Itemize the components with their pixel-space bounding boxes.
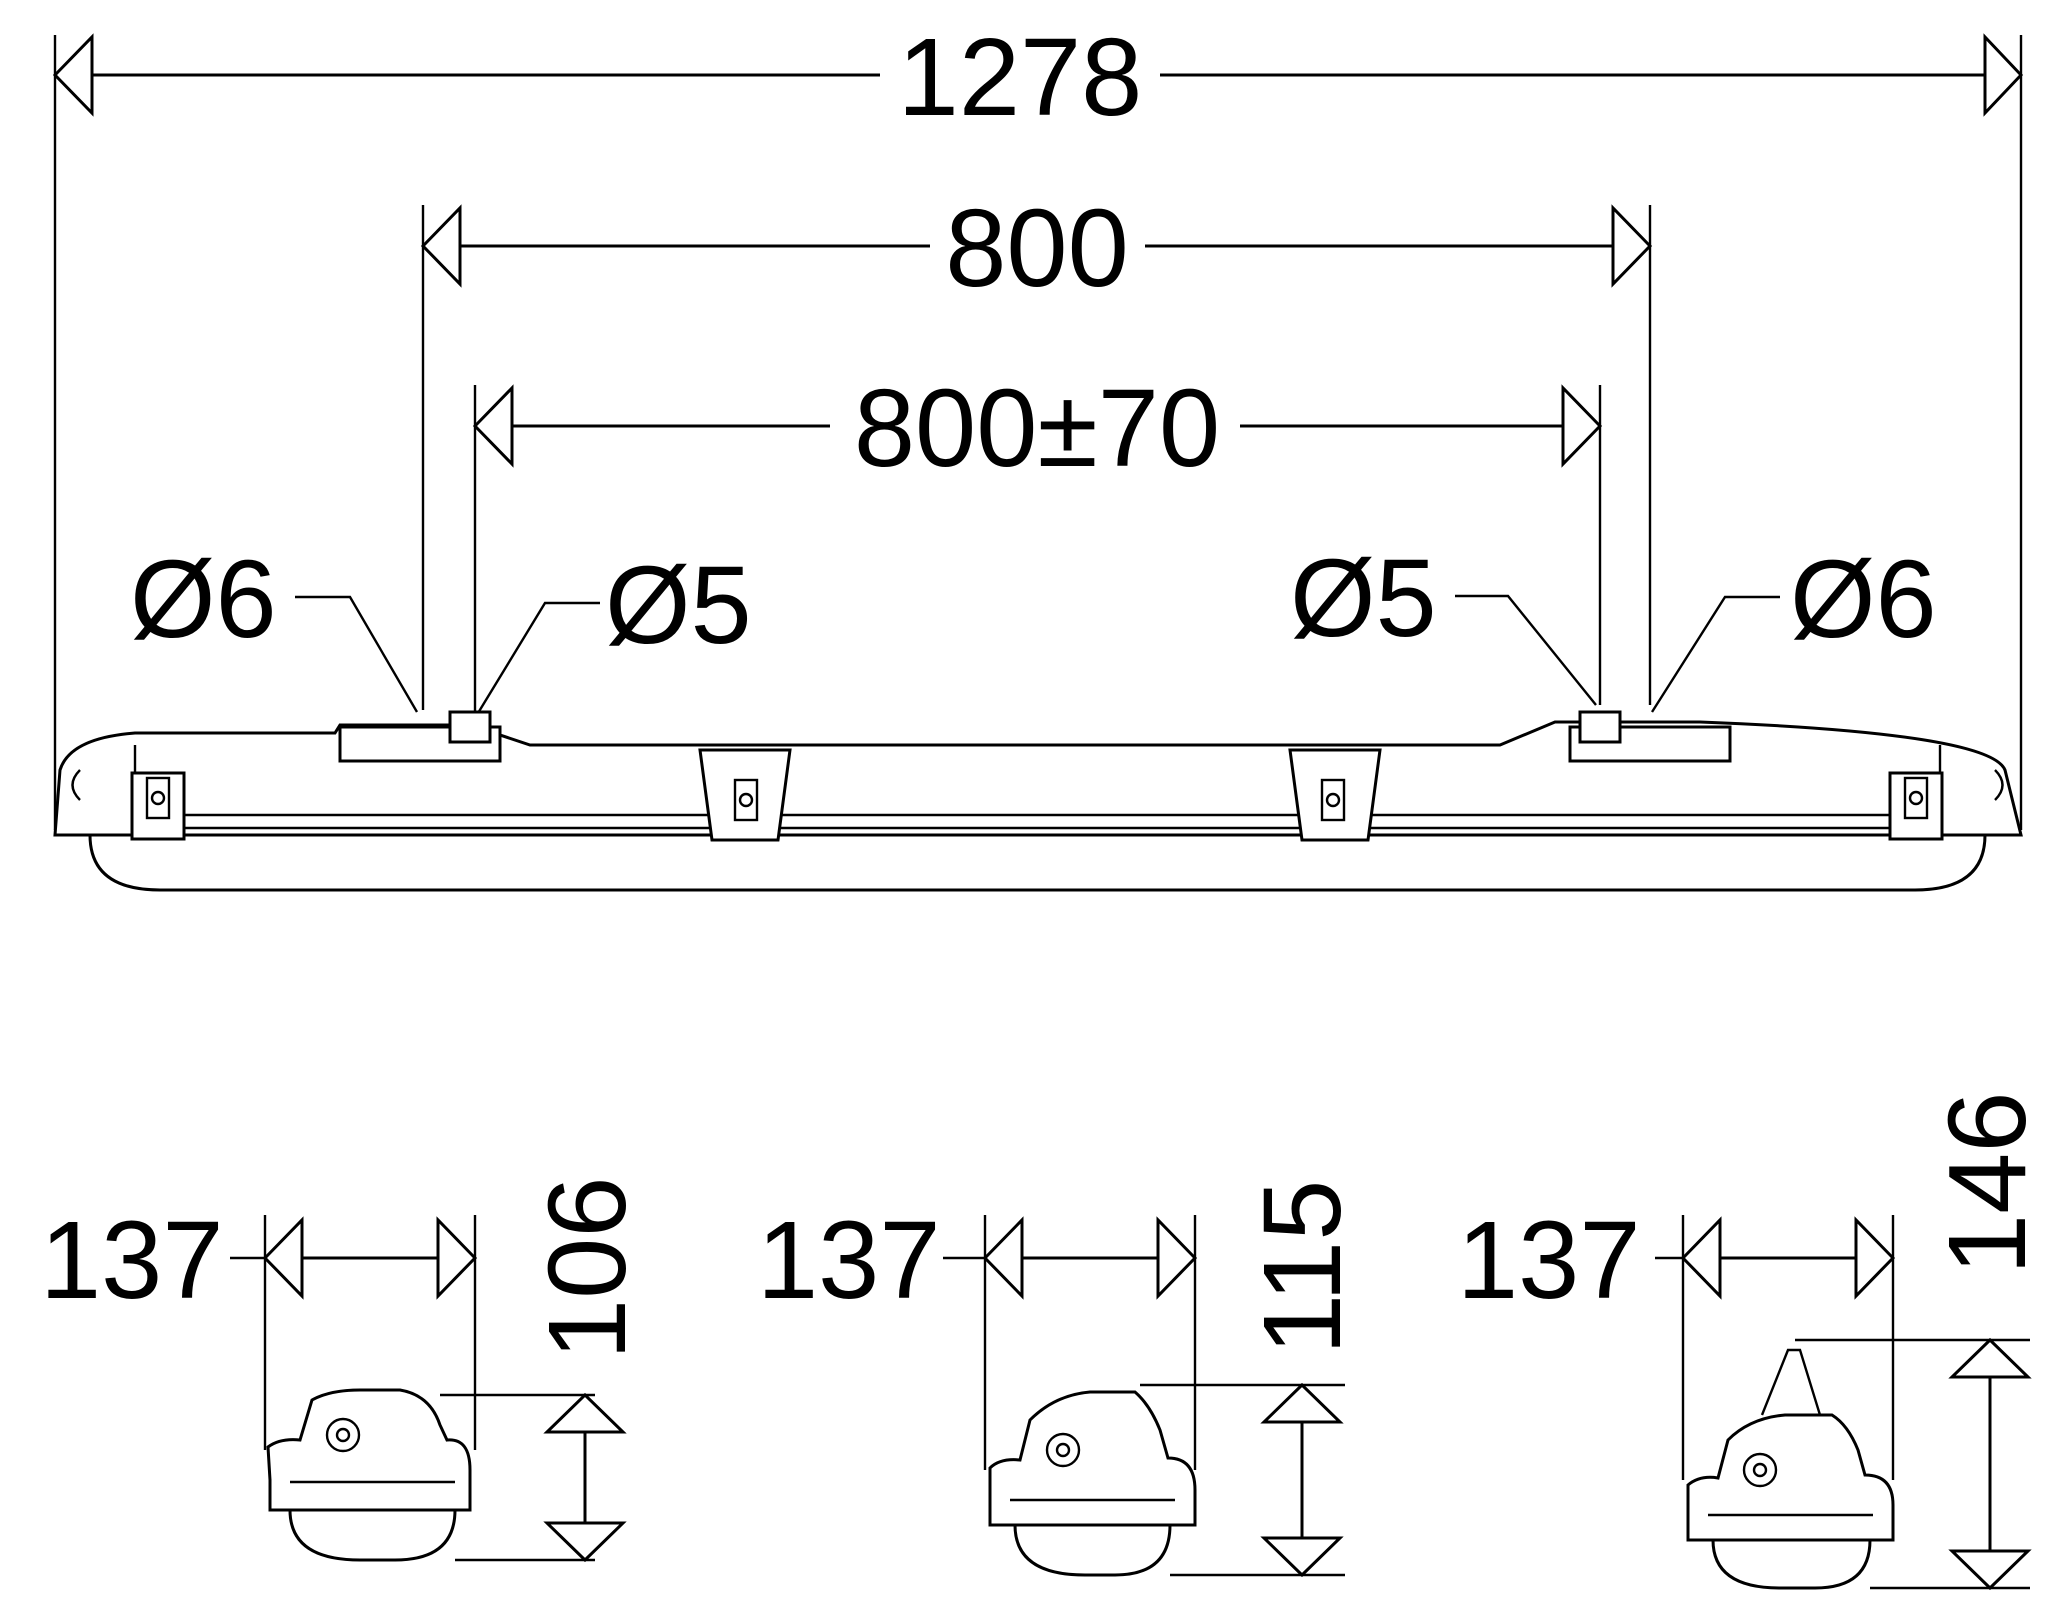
latch-clip-3 (1288, 748, 1382, 842)
dim-mount-spacing: 800 (420, 187, 1653, 710)
hole-right-inner-label: Ø5 (1290, 537, 1437, 660)
cross-section-1: 137 106 (40, 1176, 649, 1563)
section-2-width-label: 137 (757, 1199, 941, 1322)
hole-right-outer-label: Ø6 (1790, 538, 1937, 661)
callout-hole-left-inner: Ø5 (473, 544, 752, 719)
latch-clip-4 (1888, 771, 1944, 841)
section-1-height-label: 106 (526, 1176, 649, 1360)
clip-spacing-label: 800±70 (854, 367, 1220, 490)
section-1-width-label: 137 (40, 1199, 224, 1322)
dim-clip-spacing: 800±70 (472, 367, 1603, 715)
latch-clip-2 (698, 748, 792, 842)
luminaire-side-view (53, 710, 2023, 892)
callout-hole-right-inner: Ø5 (1290, 537, 1597, 706)
cross-section-3: 137 146 (1457, 1091, 2049, 1591)
latch-clip-1 (130, 771, 186, 841)
overall-length-label: 1278 (898, 16, 1143, 139)
mount-spacing-label: 800 (945, 187, 1129, 310)
callout-hole-left-outer: Ø6 (130, 538, 419, 713)
dim-overall-length: 1278 (52, 16, 2024, 830)
section-2-height-label: 115 (1241, 1180, 1364, 1355)
hole-left-inner-label: Ø5 (605, 544, 752, 667)
hole-left-outer-label: Ø6 (130, 538, 277, 661)
cross-section-2: 137 115 (757, 1180, 1364, 1578)
section-3-width-label: 137 (1457, 1199, 1641, 1322)
callout-hole-right-outer: Ø6 (1650, 538, 1937, 713)
section-3-height-label: 146 (1926, 1091, 2049, 1275)
